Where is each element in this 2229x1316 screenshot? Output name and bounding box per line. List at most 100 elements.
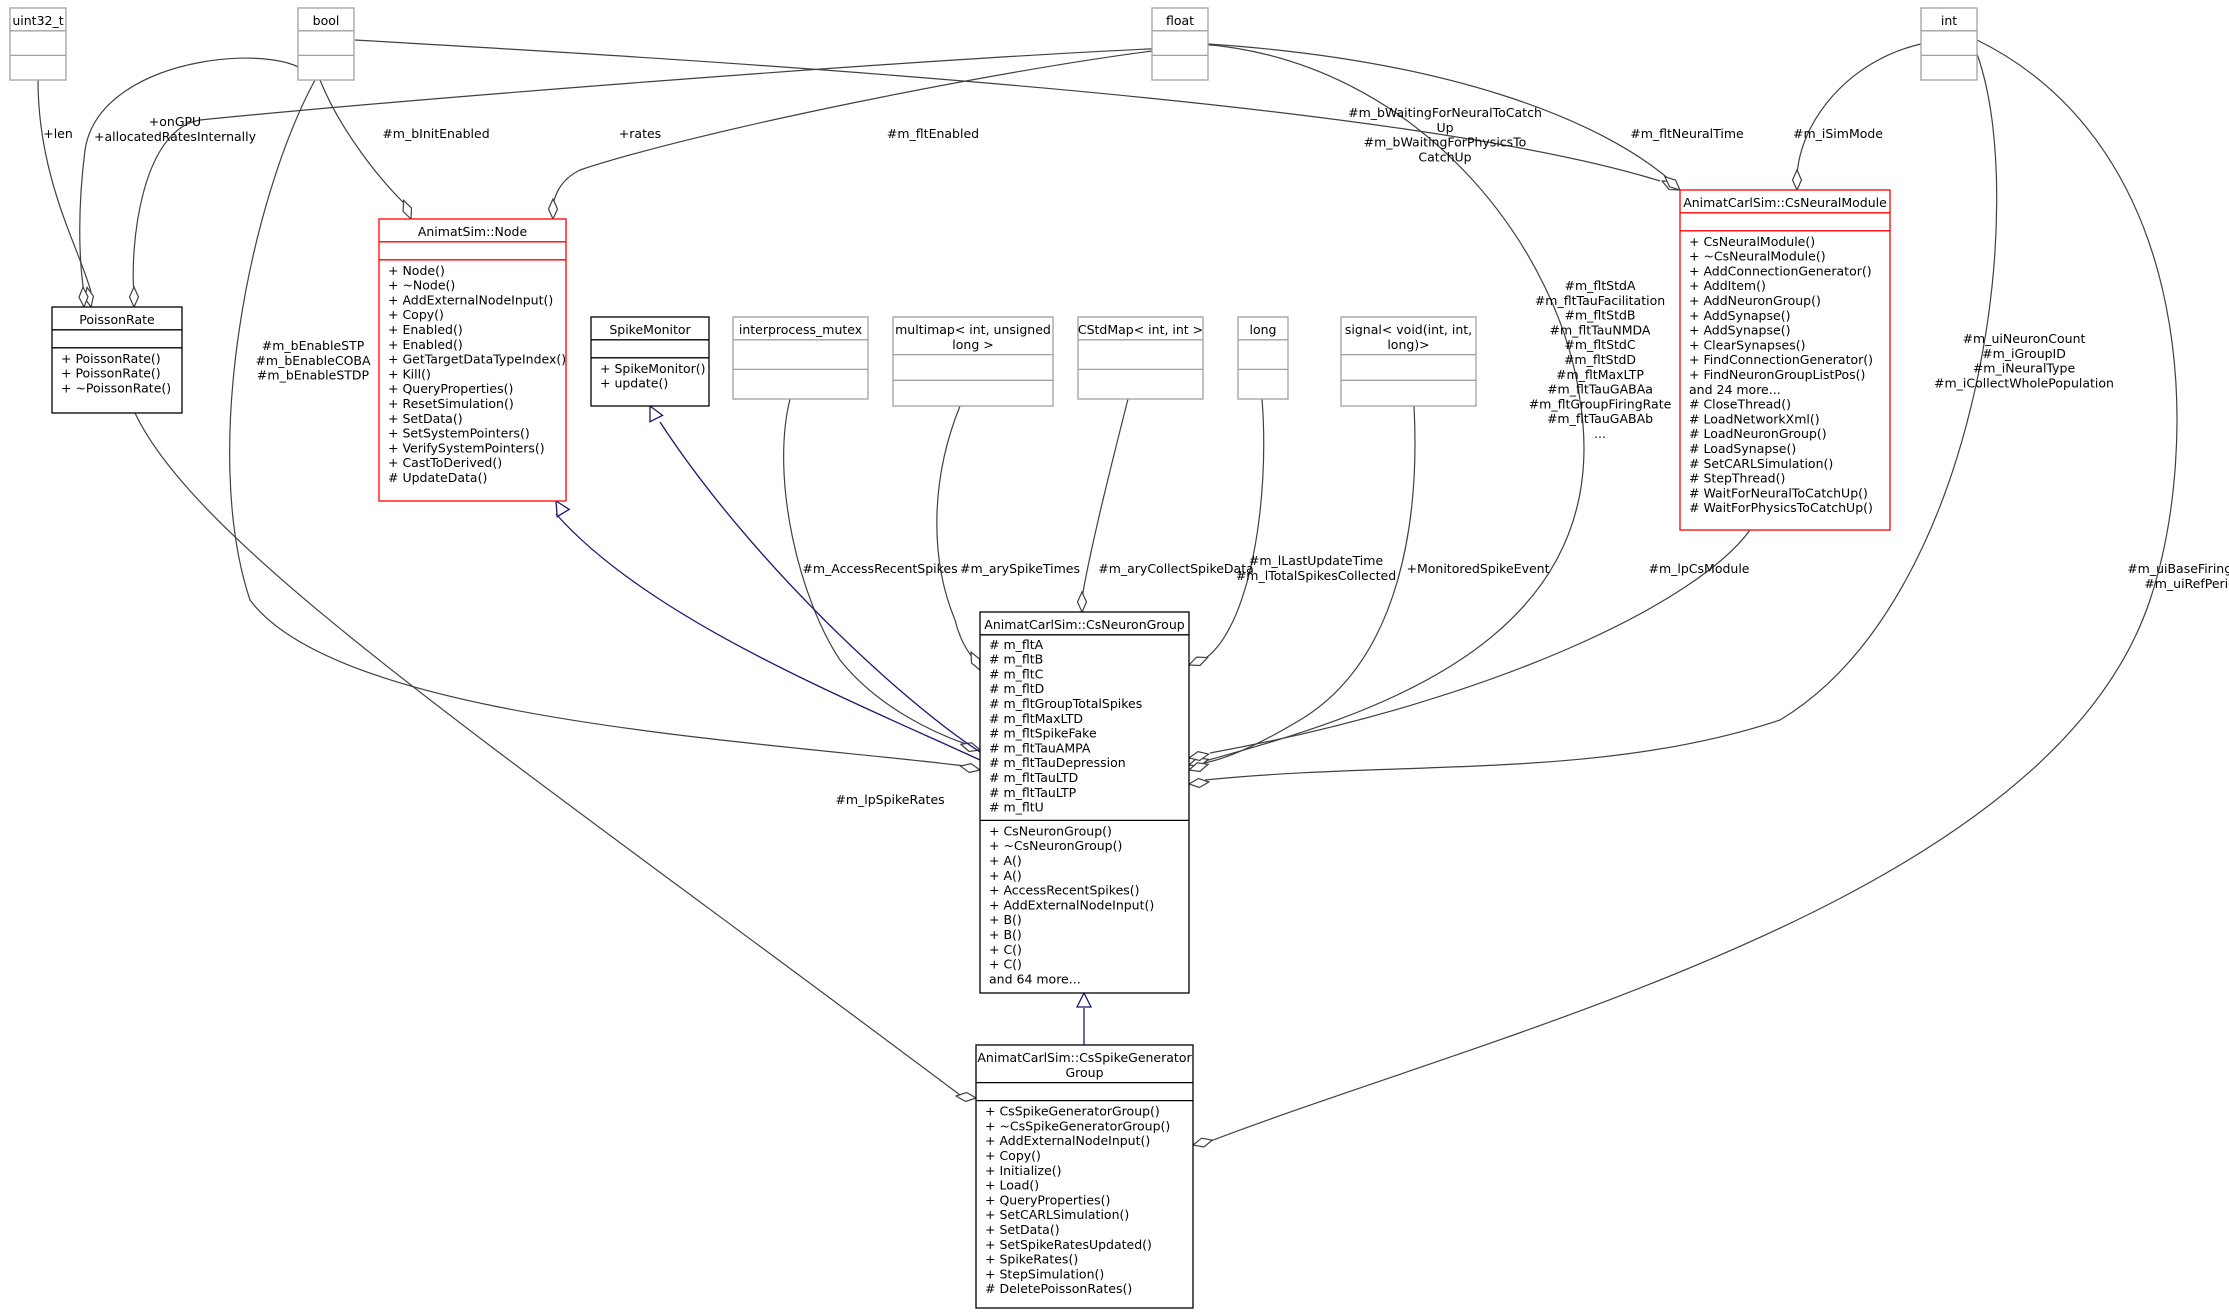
class-operation: + AddNeuronGroup() — [1689, 293, 1821, 308]
class-operation: + A() — [989, 853, 1022, 868]
edge-label-llast: #m_lLastUpdateTime#m_lTotalSpikesCollect… — [1236, 553, 1396, 583]
class-operation: + VerifySystemPointers() — [388, 440, 545, 455]
edge-simmode — [1796, 43, 1922, 177]
class-operation: + AddSynapse() — [1689, 308, 1790, 323]
class-title: bool — [313, 13, 340, 28]
class-operation: + SpikeRates() — [985, 1252, 1078, 1267]
edge-fltstd — [1199, 43, 1585, 762]
class-operation: + SetSystemPointers() — [388, 426, 530, 441]
class-title: long)> — [1387, 337, 1429, 352]
class-operation: + Enabled() — [388, 337, 463, 352]
edge-label-lpcs: #m_lpCsModule — [1648, 561, 1749, 576]
class-box-signal[interactable]: signal< void(int, int,long)> — [1340, 316, 1477, 407]
class-title: interprocess_mutex — [739, 322, 862, 337]
class-operation: + ~Node() — [388, 278, 455, 293]
class-attribute: # m_fltD — [989, 681, 1044, 696]
class-box-float[interactable]: float — [1151, 7, 1209, 81]
class-box-bool[interactable]: bool — [297, 7, 355, 81]
class-box-csneuralmodule[interactable]: AnimatCarlSim::CsNeuralModule+ CsNeuralM… — [1679, 189, 1891, 531]
class-operation: + ~CsNeuronGroup() — [989, 838, 1122, 853]
class-operation: + FindNeuronGroupListPos() — [1689, 367, 1865, 382]
diagram-edge-labels: +len+onGPU+allocatedRatesInternally+rate… — [43, 105, 2229, 807]
edge-binit — [319, 79, 407, 206]
edge-label-uineuron: #m_uiNeuronCount#m_iGroupID#m_iNeuralTyp… — [1934, 331, 2114, 390]
class-operation: + ResetSimulation() — [388, 396, 514, 411]
edge-label-lpspike: #m_lpSpikeRates — [835, 792, 944, 807]
class-operation: # WaitForPhysicsToCatchUp() — [1689, 500, 1873, 515]
class-operation: # LoadNeuronGroup() — [1689, 426, 1827, 441]
class-operation: + C() — [989, 942, 1022, 957]
class-operation: + ClearSynapses() — [1689, 337, 1805, 352]
edge-aryspike — [936, 405, 973, 658]
class-attribute: # m_fltMaxLTD — [989, 711, 1083, 726]
class-operation: + C() — [989, 957, 1022, 972]
edge-node-inherit — [555, 513, 981, 761]
class-box-int[interactable]: int — [1920, 7, 1978, 81]
class-box-cstdmap[interactable]: CStdMap< int, int > — [1077, 316, 1204, 400]
class-operation: + Copy() — [388, 307, 444, 322]
class-title: uint32_t — [12, 13, 63, 28]
class-title: AnimatCarlSim::CsNeuronGroup — [984, 617, 1184, 632]
class-operation: + A() — [989, 868, 1022, 883]
class-operation: + AddExternalNodeInput() — [985, 1133, 1150, 1148]
class-box-interprocess-mutex[interactable]: interprocess_mutex — [732, 316, 869, 400]
class-title: Group — [1065, 1065, 1103, 1080]
class-operation: + Copy() — [985, 1148, 1041, 1163]
class-operation: + StepSimulation() — [985, 1266, 1104, 1281]
class-operation: + Initialize() — [985, 1163, 1062, 1178]
class-box-poissonrate[interactable]: PoissonRate+ PoissonRate()+ PoissonRate(… — [51, 306, 183, 414]
edge-spikemonitor-inherit — [659, 421, 981, 753]
edge-label-simmode: #m_iSimMode — [1793, 126, 1883, 141]
class-operation: + SetSpikeRatesUpdated() — [985, 1237, 1152, 1252]
class-operation: + CsNeuralModule() — [1689, 234, 1815, 249]
class-attribute: # m_fltTauLTP — [989, 785, 1077, 800]
edge-label-accessrecent: #m_AccessRecentSpikes — [802, 561, 957, 576]
class-box-spikemonitor[interactable]: SpikeMonitor + SpikeMonitor()+ update() — [590, 316, 710, 407]
class-box-uint32-t[interactable]: uint32_t — [9, 7, 67, 81]
class-title: AnimatCarlSim::CsNeuralModule — [1683, 195, 1887, 210]
class-box-csneurongroup[interactable]: AnimatCarlSim::CsNeuronGroup# m_fltA# m_… — [979, 611, 1190, 994]
class-box-node[interactable]: AnimatSim::Node+ Node()+ ~Node()+ AddExt… — [378, 218, 567, 502]
class-operation: + AddExternalNodeInput() — [989, 897, 1154, 912]
class-title: long — [1250, 322, 1277, 337]
class-title: long > — [952, 337, 993, 352]
class-box-csspikegen[interactable]: AnimatCarlSim::CsSpikeGeneratorGroup+ Cs… — [975, 1044, 1194, 1309]
class-attribute: # m_fltC — [989, 666, 1044, 681]
class-operation: + CastToDerived() — [388, 455, 502, 470]
class-operation: + update() — [600, 376, 668, 391]
class-operation: + SetData() — [985, 1222, 1060, 1237]
class-operation: + AddConnectionGenerator() — [1689, 263, 1872, 278]
class-operation: + CsNeuronGroup() — [989, 823, 1112, 838]
class-operation: + ~CsSpikeGeneratorGroup() — [985, 1118, 1170, 1133]
class-operation: + SetData() — [388, 411, 463, 426]
edge-label-benable: #m_bEnableSTP#m_bEnableCOBA#m_bEnableSTD… — [255, 338, 371, 383]
edge-lpspike — [134, 412, 961, 1096]
class-box-long[interactable]: long — [1237, 316, 1289, 400]
class-operation: + CsSpikeGeneratorGroup() — [985, 1104, 1160, 1119]
class-operation: + PoissonRate() — [61, 366, 161, 381]
class-attribute: # m_fltB — [989, 652, 1043, 667]
edge-len — [37, 79, 92, 293]
edge-label-uibase: #m_uiBaseFiringRate#m_uiRefPeriod — [2127, 561, 2229, 591]
class-title: SpikeMonitor — [609, 322, 691, 337]
edge-label-monitored: +MonitoredSpikeEvent — [1407, 561, 1550, 576]
class-operation: # SetCARLSimulation() — [1689, 456, 1833, 471]
edge-label-ongpu: +onGPU+allocatedRatesInternally — [94, 114, 257, 144]
diagram-edges — [37, 39, 2178, 1148]
class-operation: + ~PoissonRate() — [61, 380, 171, 395]
class-operation: # DeletePoissonRates() — [985, 1281, 1132, 1296]
class-operation: + SpikeMonitor() — [600, 361, 706, 376]
class-operation: # StepThread() — [1689, 471, 1785, 486]
edge-lpcs — [1209, 529, 1751, 754]
edge-uineuron — [1204, 53, 1998, 781]
class-attribute: # m_fltGroupTotalSpikes — [989, 696, 1142, 711]
class-operation: + PoissonRate() — [61, 351, 161, 366]
class-operation: + SetCARLSimulation() — [985, 1207, 1129, 1222]
class-title: CStdMap< int, int > — [1078, 322, 1203, 337]
edge-accessrecent — [783, 398, 967, 745]
class-operation: and 64 more... — [989, 971, 1081, 986]
